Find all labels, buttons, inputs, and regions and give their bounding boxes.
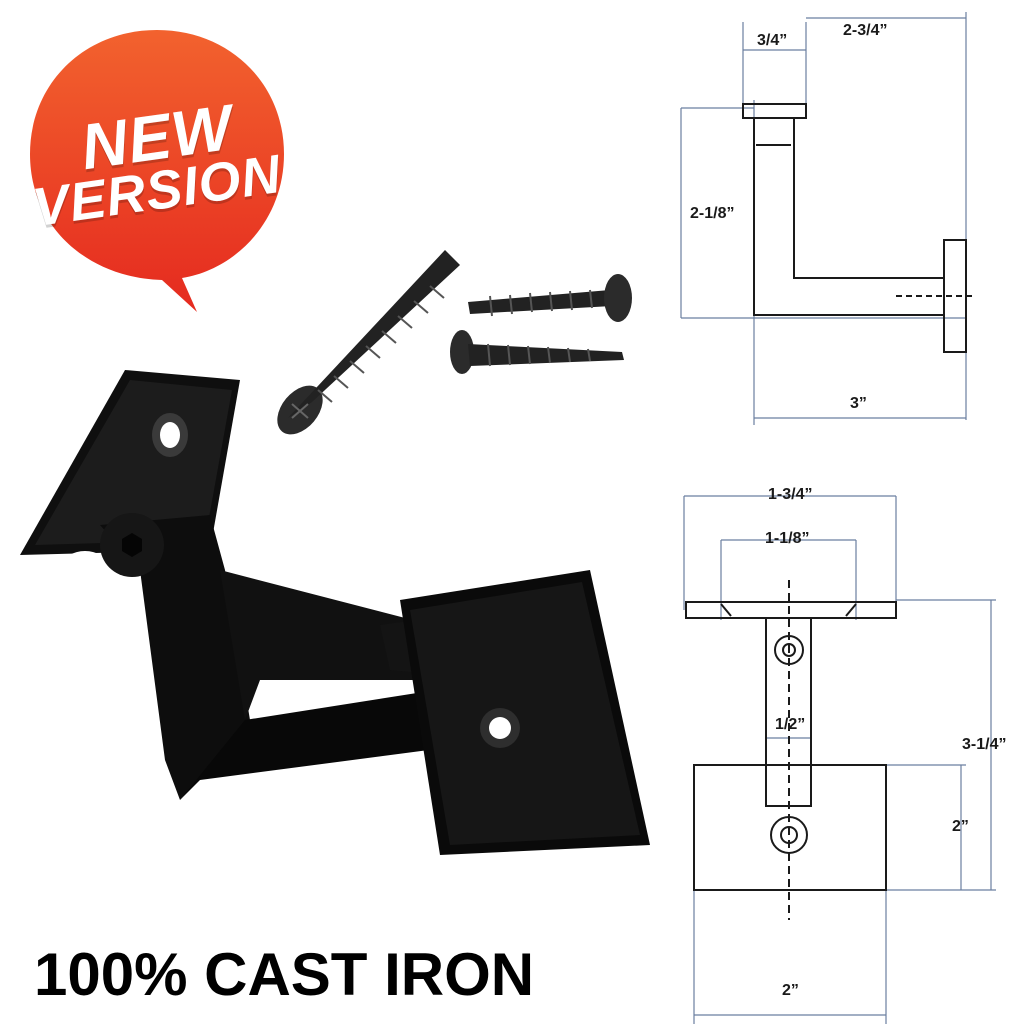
dim-depth: 3”: [850, 395, 867, 412]
side-view-drawing: [680, 12, 976, 425]
short-screw-icon: [468, 274, 632, 322]
short-screw-icon: [450, 330, 624, 374]
dim-overall-length: 3-1/4”: [962, 736, 1007, 753]
dim-overall-width: 2-3/4”: [843, 22, 888, 39]
rail-mount-plate: [400, 570, 650, 855]
hex-bolt-icon: [122, 533, 142, 557]
wall-mount-plate: [20, 370, 240, 579]
long-screw-icon: [277, 250, 460, 435]
speech-bubble-icon: [30, 30, 284, 312]
dim-top-plate-width: 3/4”: [757, 32, 788, 49]
material-headline: 100% CAST IRON: [34, 941, 535, 1008]
new-version-badge: NEW VERSION: [22, 22, 292, 322]
dim-arm-width: 1/2”: [775, 716, 806, 733]
top-view-drawing: [683, 495, 996, 1024]
dim-plate-width: 1-3/4”: [768, 486, 813, 503]
dim-height: 2-1/8”: [690, 205, 735, 222]
dim-base-height: 2”: [952, 818, 969, 835]
handrail-bracket-illustration: [20, 250, 650, 855]
dim-hole-spacing: 1-1/8”: [765, 530, 810, 547]
dim-base-width: 2”: [782, 982, 799, 999]
